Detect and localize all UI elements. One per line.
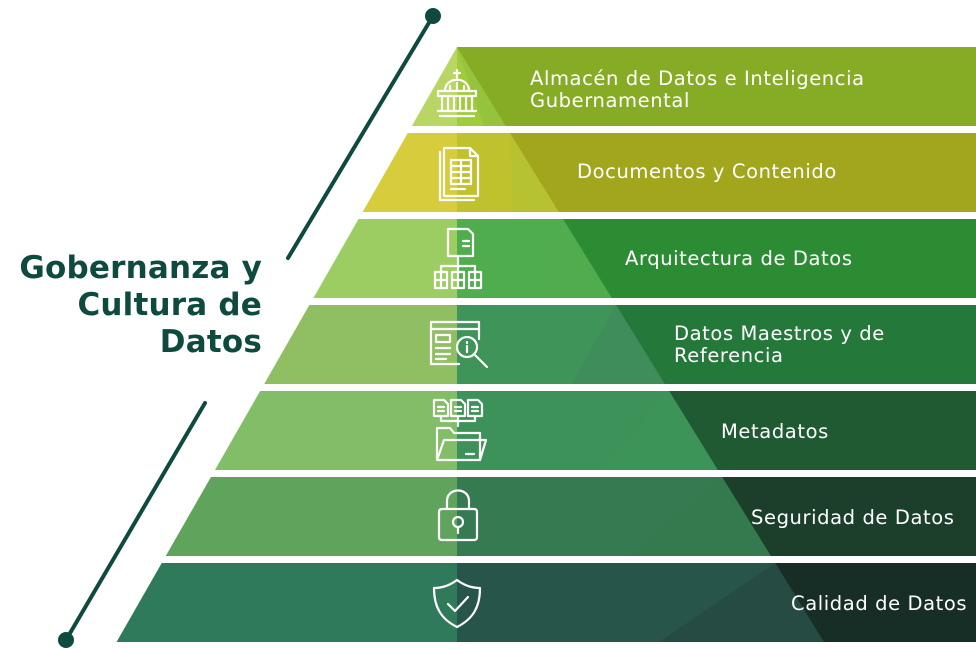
governance-title: Gobernanza y Cultura de Datos bbox=[0, 250, 262, 361]
layer-front-highlight bbox=[457, 477, 723, 556]
data-architecture-hierarchy-icon bbox=[433, 227, 483, 290]
layer-band bbox=[457, 133, 976, 212]
layer-left-face bbox=[264, 305, 457, 384]
government-building-icon bbox=[436, 68, 478, 118]
timeline-line-top bbox=[286, 14, 435, 260]
label-line: Gubernamental bbox=[530, 89, 690, 112]
label-line: Documentos y Contenido bbox=[577, 160, 837, 183]
padlock-icon bbox=[437, 489, 479, 542]
timeline-line-bottom bbox=[64, 401, 207, 642]
pyramid-layer bbox=[411, 47, 976, 126]
timeline-dot-top bbox=[425, 8, 441, 24]
layer-left-face bbox=[165, 477, 458, 556]
layer-left-face bbox=[362, 133, 457, 212]
layer-label-metadata: Metadatos bbox=[721, 421, 829, 443]
layer-front-highlight bbox=[457, 305, 617, 384]
files-folder-icon bbox=[432, 398, 488, 462]
layer-label-master-data: Datos Maestros y de Referencia bbox=[674, 323, 885, 367]
layer-label-warehouse: Almacén de Datos e Inteligencia Gubernam… bbox=[530, 68, 865, 112]
label-line: Almacén de Datos e Inteligencia bbox=[530, 67, 865, 90]
layer-label-architecture: Arquitectura de Datos bbox=[625, 248, 853, 270]
label-line: Referencia bbox=[674, 344, 784, 367]
layer-label-quality: Calidad de Datos bbox=[791, 593, 967, 615]
pyramid-layer bbox=[116, 563, 976, 642]
pyramid-layer bbox=[214, 391, 976, 470]
layer-front-highlight bbox=[457, 219, 564, 298]
title-line: Gobernanza y bbox=[19, 250, 262, 286]
label-line: Seguridad de Datos bbox=[751, 506, 955, 529]
label-line: Calidad de Datos bbox=[791, 592, 968, 615]
layer-front-highlight bbox=[457, 47, 484, 126]
title-line: Cultura de bbox=[77, 287, 262, 323]
label-line: Arquitectura de Datos bbox=[625, 247, 853, 270]
pyramid-layer bbox=[362, 133, 976, 212]
layer-left-face bbox=[214, 391, 457, 470]
timeline-dot-bottom bbox=[58, 632, 74, 648]
shield-check-icon bbox=[432, 578, 482, 629]
layer-front-highlight bbox=[457, 391, 670, 470]
layer-front-highlight bbox=[457, 563, 776, 642]
pyramid-layer bbox=[165, 477, 976, 556]
label-line: Datos Maestros y de bbox=[674, 322, 885, 345]
layer-band bbox=[457, 47, 976, 126]
layer-label-security: Seguridad de Datos bbox=[751, 507, 955, 529]
layer-left-face bbox=[116, 563, 457, 642]
pyramid-layer bbox=[313, 219, 976, 298]
title-line: Datos bbox=[159, 324, 262, 360]
document-table-icon bbox=[438, 146, 480, 202]
layer-left-face bbox=[313, 219, 457, 298]
label-line: Metadatos bbox=[721, 420, 829, 443]
layer-left-face bbox=[411, 47, 457, 126]
info-search-window-icon bbox=[429, 320, 489, 369]
pyramid-layer bbox=[264, 305, 976, 384]
layer-label-documents: Documentos y Contenido bbox=[577, 161, 837, 183]
